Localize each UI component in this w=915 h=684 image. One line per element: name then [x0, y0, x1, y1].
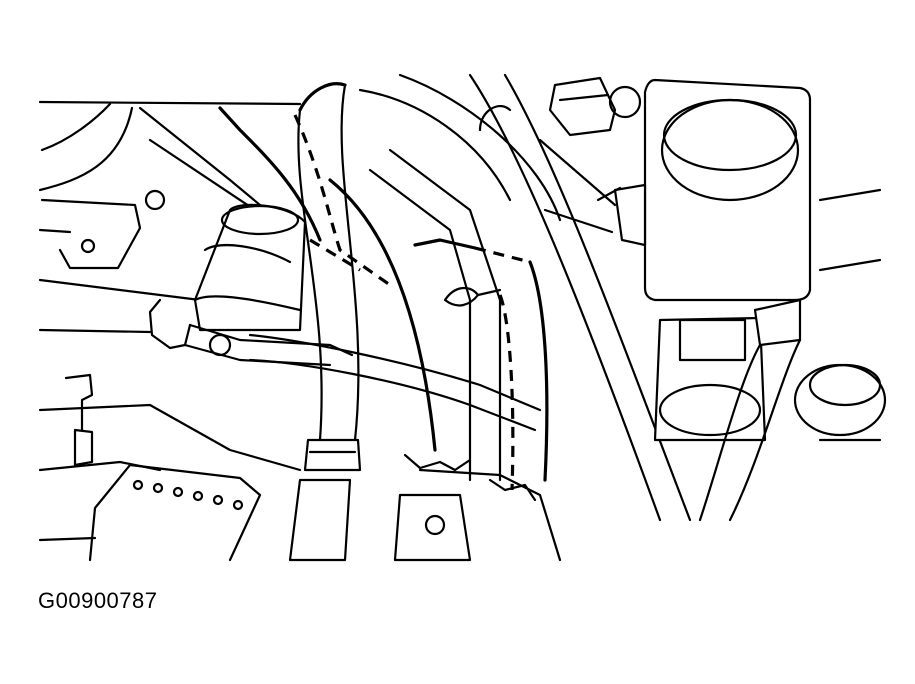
lower-right-mechanism — [653, 188, 887, 522]
fluid-reservoir — [596, 78, 812, 302]
wiring-harness — [218, 106, 549, 502]
figure-id-label: G00900787 — [38, 588, 158, 613]
diagonal-hoses — [358, 73, 562, 562]
vertical-hose — [288, 82, 362, 562]
top-connector — [548, 76, 642, 137]
lower-left-bracket — [38, 373, 302, 562]
cylinder-component — [193, 203, 307, 332]
horizontal-hose — [248, 333, 542, 432]
upper-left-structure — [38, 100, 302, 334]
